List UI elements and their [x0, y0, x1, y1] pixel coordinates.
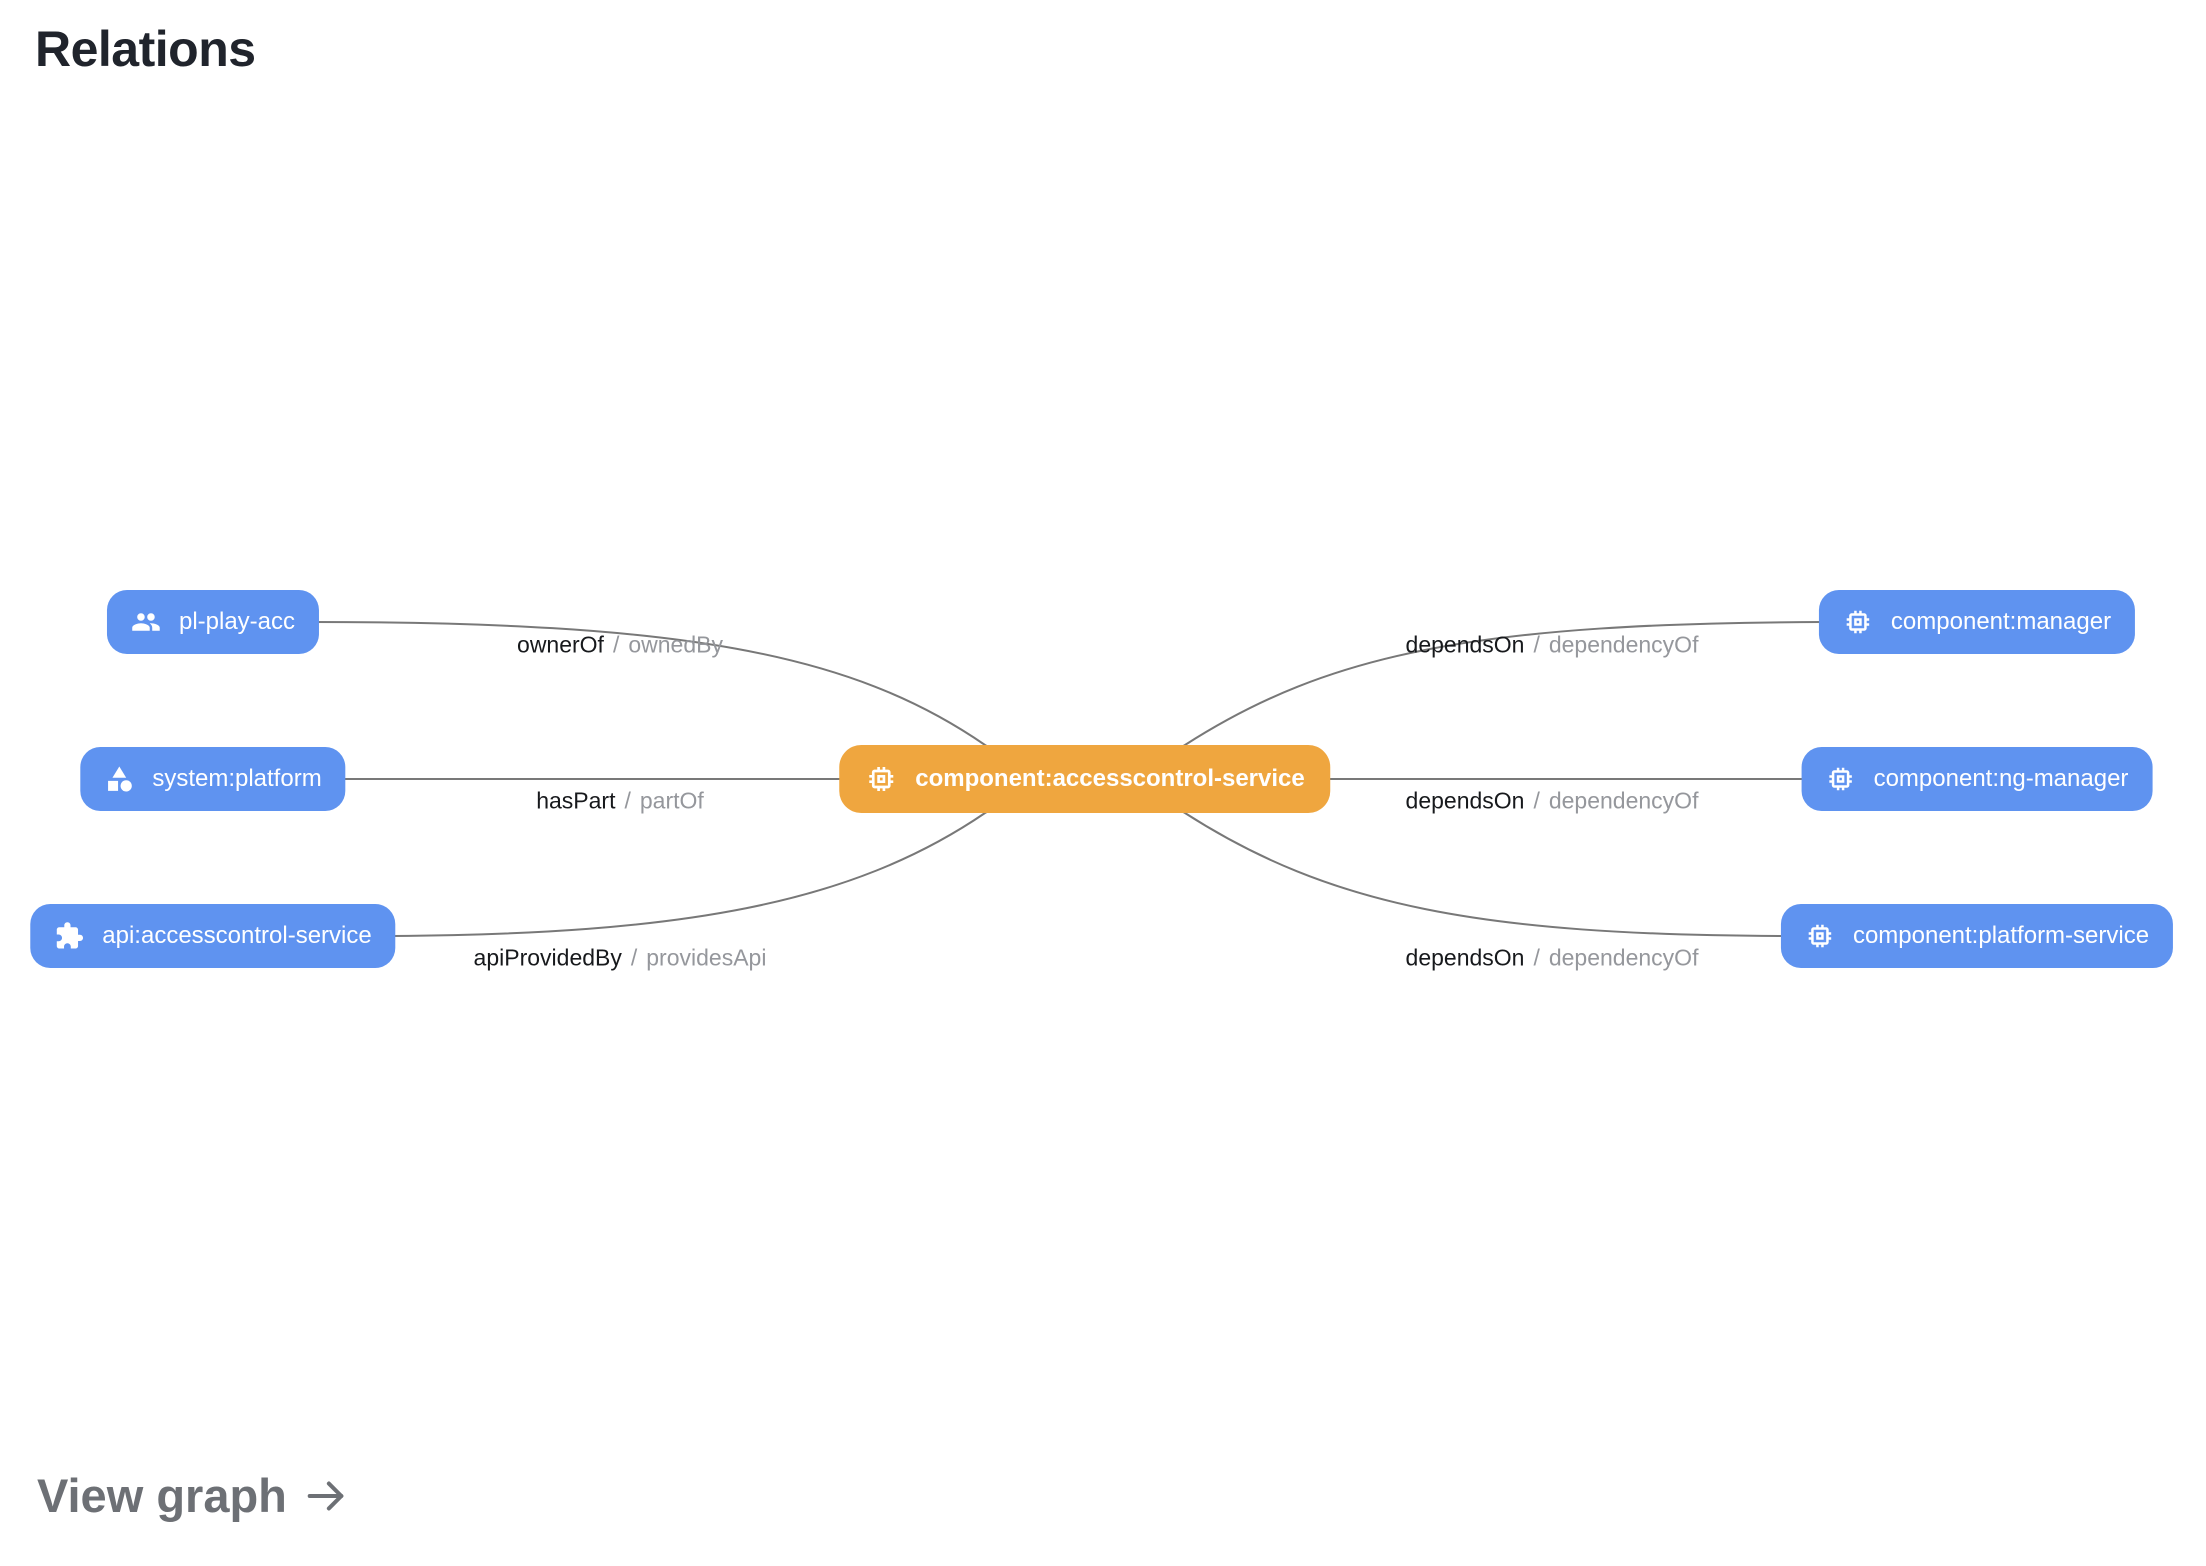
- edge-line-ownerof: [309, 621, 1086, 801]
- relation-name: dependsOn: [1405, 944, 1525, 971]
- edge-label-ownerof: ownerOf / ownedBy: [517, 632, 723, 659]
- view-graph-label: View graph: [37, 1469, 287, 1522]
- edge-label-haspart: hasPart / partOf: [536, 788, 704, 815]
- entity-node-label: system:platform: [152, 765, 322, 792]
- extension-icon: [56, 922, 84, 949]
- relation-name: ownerOf: [517, 631, 604, 658]
- relation-name: apiProvidedBy: [473, 944, 622, 971]
- relation-name: dependsOn: [1405, 787, 1525, 814]
- edge-line-dependson-platform-service: [1084, 759, 1784, 937]
- memory-icon: [1808, 924, 1832, 948]
- relation-name: dependsOn: [1405, 631, 1525, 658]
- relation-name: hasPart: [536, 787, 616, 814]
- entity-node-pl-play-acc[interactable]: pl-play-acc: [106, 590, 320, 654]
- inverse-relation-name: dependencyOf: [1548, 631, 1699, 658]
- memory-icon: [869, 767, 894, 791]
- entity-node-label: component:ng-manager: [1873, 765, 2129, 792]
- entity-node-component-manager[interactable]: component:manager: [1818, 590, 2136, 654]
- edge-line-dependson-manager: [1084, 621, 1826, 801]
- view-graph-link[interactable]: View graph: [37, 1468, 349, 1523]
- entity-node-component-ng-manager[interactable]: component:ng-manager: [1801, 747, 2153, 811]
- entity-node-system-platform[interactable]: system:platform: [80, 747, 346, 811]
- category-icon: [108, 766, 132, 792]
- edge-label-apiprovidedby: apiProvidedBy / providesApi: [474, 945, 767, 972]
- group-icon: [132, 613, 160, 631]
- memory-icon: [1829, 767, 1852, 791]
- relation-separator: /: [624, 787, 631, 814]
- memory-icon: [1846, 610, 1870, 634]
- arrow-right-icon: [307, 1481, 344, 1510]
- inverse-relation-name: dependencyOf: [1548, 944, 1699, 971]
- entity-node-label: pl-play-acc: [178, 608, 296, 635]
- edge-label-dependson-1: dependsOn / dependencyOf: [1406, 632, 1699, 659]
- inverse-relation-name: ownedBy: [628, 631, 723, 658]
- relation-separator: /: [1533, 631, 1540, 658]
- entity-node-api-accesscontrol-service[interactable]: api:accesscontrol-service: [30, 904, 396, 968]
- relation-separator: /: [1533, 787, 1540, 814]
- entity-node-label: component:accesscontrol-service: [915, 765, 1305, 792]
- edge-label-dependson-3: dependsOn / dependencyOf: [1406, 945, 1699, 972]
- edge-label-dependson-2: dependsOn / dependencyOf: [1406, 788, 1699, 815]
- edge-line-apiprovidedby: [392, 759, 1086, 937]
- entity-node-component-platform-service[interactable]: component:platform-service: [1780, 904, 2174, 968]
- relation-separator: /: [612, 631, 620, 658]
- relation-separator: /: [1533, 944, 1540, 971]
- inverse-relation-name: dependencyOf: [1548, 787, 1699, 814]
- inverse-relation-name: providesApi: [646, 944, 767, 971]
- relation-separator: /: [630, 944, 638, 971]
- page-title: Relations: [35, 21, 256, 77]
- entity-node-label: component:manager: [1890, 608, 2112, 635]
- inverse-relation-name: partOf: [639, 787, 704, 814]
- entity-node-label: api:accesscontrol-service: [102, 922, 372, 949]
- entity-node-label: component:platform-service: [1852, 922, 2150, 949]
- entity-node-component-accesscontrol-service[interactable]: component:accesscontrol-service: [839, 745, 1331, 813]
